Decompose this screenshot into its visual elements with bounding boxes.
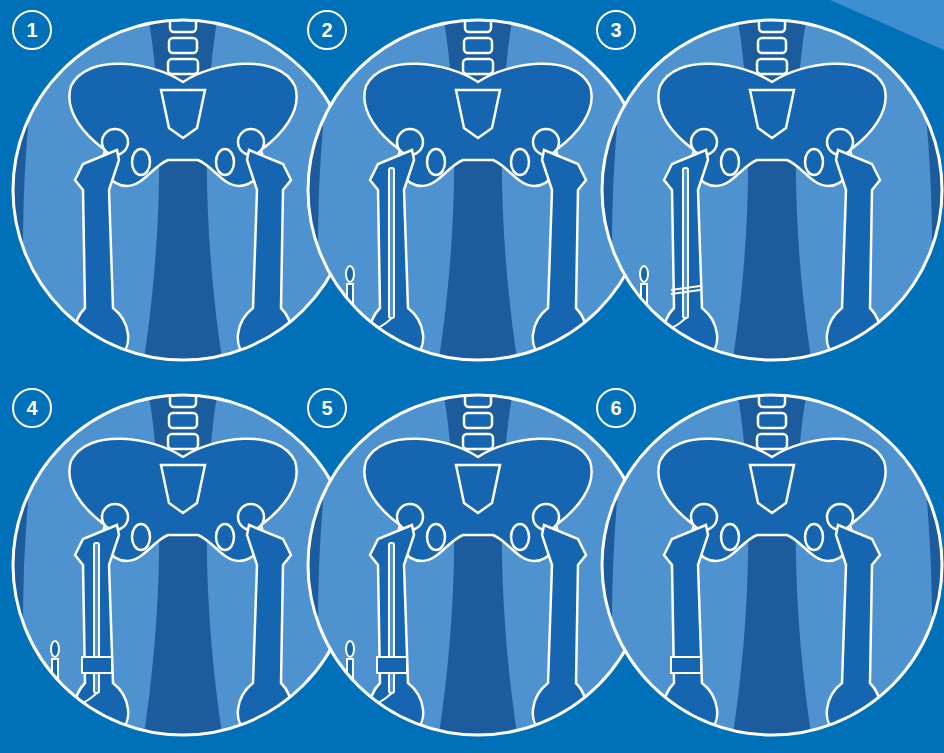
step-badge: 6	[596, 388, 636, 428]
step-circle	[308, 15, 648, 398]
step-badge: 3	[596, 10, 636, 50]
step-number: 3	[610, 20, 621, 40]
step-number: 1	[26, 20, 37, 40]
step-number: 2	[321, 20, 332, 40]
step-badge: 4	[12, 388, 52, 428]
step-badge: 2	[307, 10, 347, 50]
step-circle	[602, 390, 942, 753]
step-circle	[13, 390, 353, 753]
step-circle	[602, 15, 942, 398]
step-number: 4	[26, 398, 37, 418]
step-number: 5	[321, 398, 332, 418]
step-badge: 5	[307, 388, 347, 428]
step-badge: 1	[12, 10, 52, 50]
step-number: 6	[610, 398, 621, 418]
step-circle	[308, 390, 648, 753]
step-circle	[13, 15, 353, 398]
